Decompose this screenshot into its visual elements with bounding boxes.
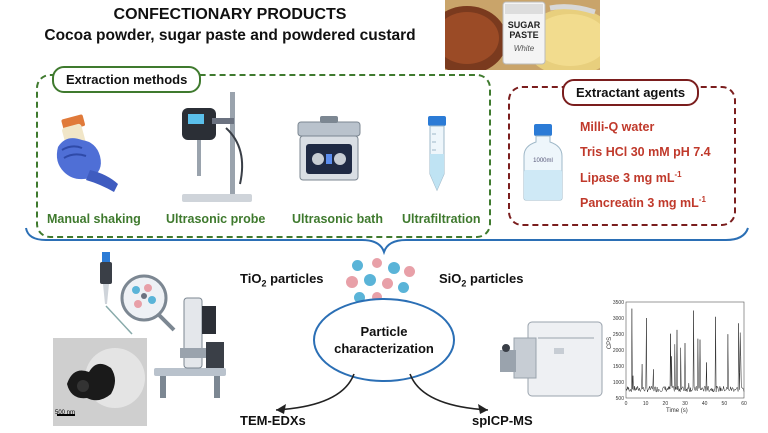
x-tick-label: 40 — [702, 401, 708, 407]
sio2-particle — [398, 282, 409, 293]
y-tick-label: 1500 — [613, 364, 624, 370]
center-line-2: characterization — [334, 341, 434, 356]
agent-milli-q-water: Milli-Q water — [580, 120, 655, 134]
y-tick-label: 1000 — [613, 380, 624, 386]
y-tick-label: 3500 — [613, 300, 624, 306]
extraction-methods-heading: Extraction methods — [52, 66, 202, 93]
method-label-manual-shaking: Manual shaking — [47, 212, 141, 226]
sio2-particles-label: SiO2 particles — [439, 271, 524, 289]
sugar-paste-package-sub: White — [513, 44, 535, 53]
y-tick-label: 2000 — [613, 348, 624, 354]
center-line-1: Particle — [360, 324, 408, 339]
sugar-paste-package-text: SUGAR PASTE — [507, 20, 541, 40]
nanoparticle-cluster — [346, 258, 422, 308]
x-tick-label: 0 — [625, 401, 628, 407]
bottle-volume-label: 1000ml — [533, 158, 553, 164]
gloved-hand-shaking-tube-icon — [52, 112, 122, 199]
sio2-particle — [364, 274, 376, 286]
y-tick-label: 3000 — [613, 316, 624, 322]
arrow-to-spicpms — [409, 373, 489, 414]
technique-label-spicpms: spICP-MS — [472, 413, 533, 428]
title-line-2: Cocoa powder, sugar paste and powdered c… — [44, 27, 416, 44]
arrow-to-tem — [275, 373, 355, 414]
y-tick-label: 500 — [616, 396, 625, 402]
signal-trace — [625, 308, 745, 393]
tio2-particle — [404, 266, 415, 277]
x-tick-label: 30 — [682, 401, 688, 407]
chart-ylabel: CPS — [607, 336, 614, 350]
tem-microscope-icon — [150, 292, 230, 405]
agent-tris-hcl: Tris HCl 30 mM pH 7.4 — [580, 145, 711, 159]
title-line-1: CONFECTIONARY PRODUCTS — [113, 6, 347, 23]
tem-scale-bar-label: 500 nm — [55, 410, 76, 416]
tio2-particle — [372, 292, 382, 302]
ultrasonic-probe-icon — [168, 88, 258, 211]
tio2-particle — [382, 278, 393, 289]
y-tick-label: 2500 — [613, 332, 624, 338]
media-bottle-icon: 1000ml — [522, 122, 564, 207]
sio2-particle — [388, 262, 400, 274]
tio2-particle — [372, 258, 382, 268]
agent-pancreatin: Pancreatin 3 mg mL-1 — [580, 195, 706, 211]
method-label-ultrasonic-bath: Ultrasonic bath — [292, 212, 383, 226]
extraction-methods-box — [36, 74, 491, 238]
icp-ms-instrument-icon — [498, 318, 606, 403]
chart-xlabel: Time (s) — [666, 408, 688, 414]
product-photo: SUGAR PASTE White — [445, 0, 600, 70]
technique-label-tem-edxs: TEM-EDXs — [240, 413, 306, 428]
sio2-particle — [354, 292, 365, 303]
extractant-agents-heading: Extractant agents — [562, 79, 700, 106]
x-tick-label: 50 — [722, 401, 728, 407]
chart-frame — [625, 301, 745, 399]
tem-micrograph: 500 nm — [53, 338, 147, 426]
tio2-particles-label: TiO2 particles — [240, 271, 324, 289]
method-label-ultrasonic-probe: Ultrasonic probe — [166, 212, 266, 226]
x-tick-label: 10 — [643, 401, 649, 407]
x-tick-label: 20 — [663, 401, 669, 407]
tio2-particle — [346, 276, 358, 288]
x-tick-label: 60 — [741, 401, 747, 407]
particle-characterization-node: Particle characterization — [313, 298, 455, 382]
ultrasonic-bath-icon — [296, 114, 362, 189]
method-label-ultrafiltration: Ultrafiltration — [402, 212, 481, 226]
sample-magnifier-icon — [118, 272, 178, 339]
grouping-brace — [25, 227, 749, 256]
centrifuge-tube-icon — [426, 114, 448, 197]
agent-lipase: Lipase 3 mg mL-1 — [580, 170, 682, 186]
sio2-particle — [352, 260, 363, 271]
micropipette-icon — [92, 250, 162, 345]
